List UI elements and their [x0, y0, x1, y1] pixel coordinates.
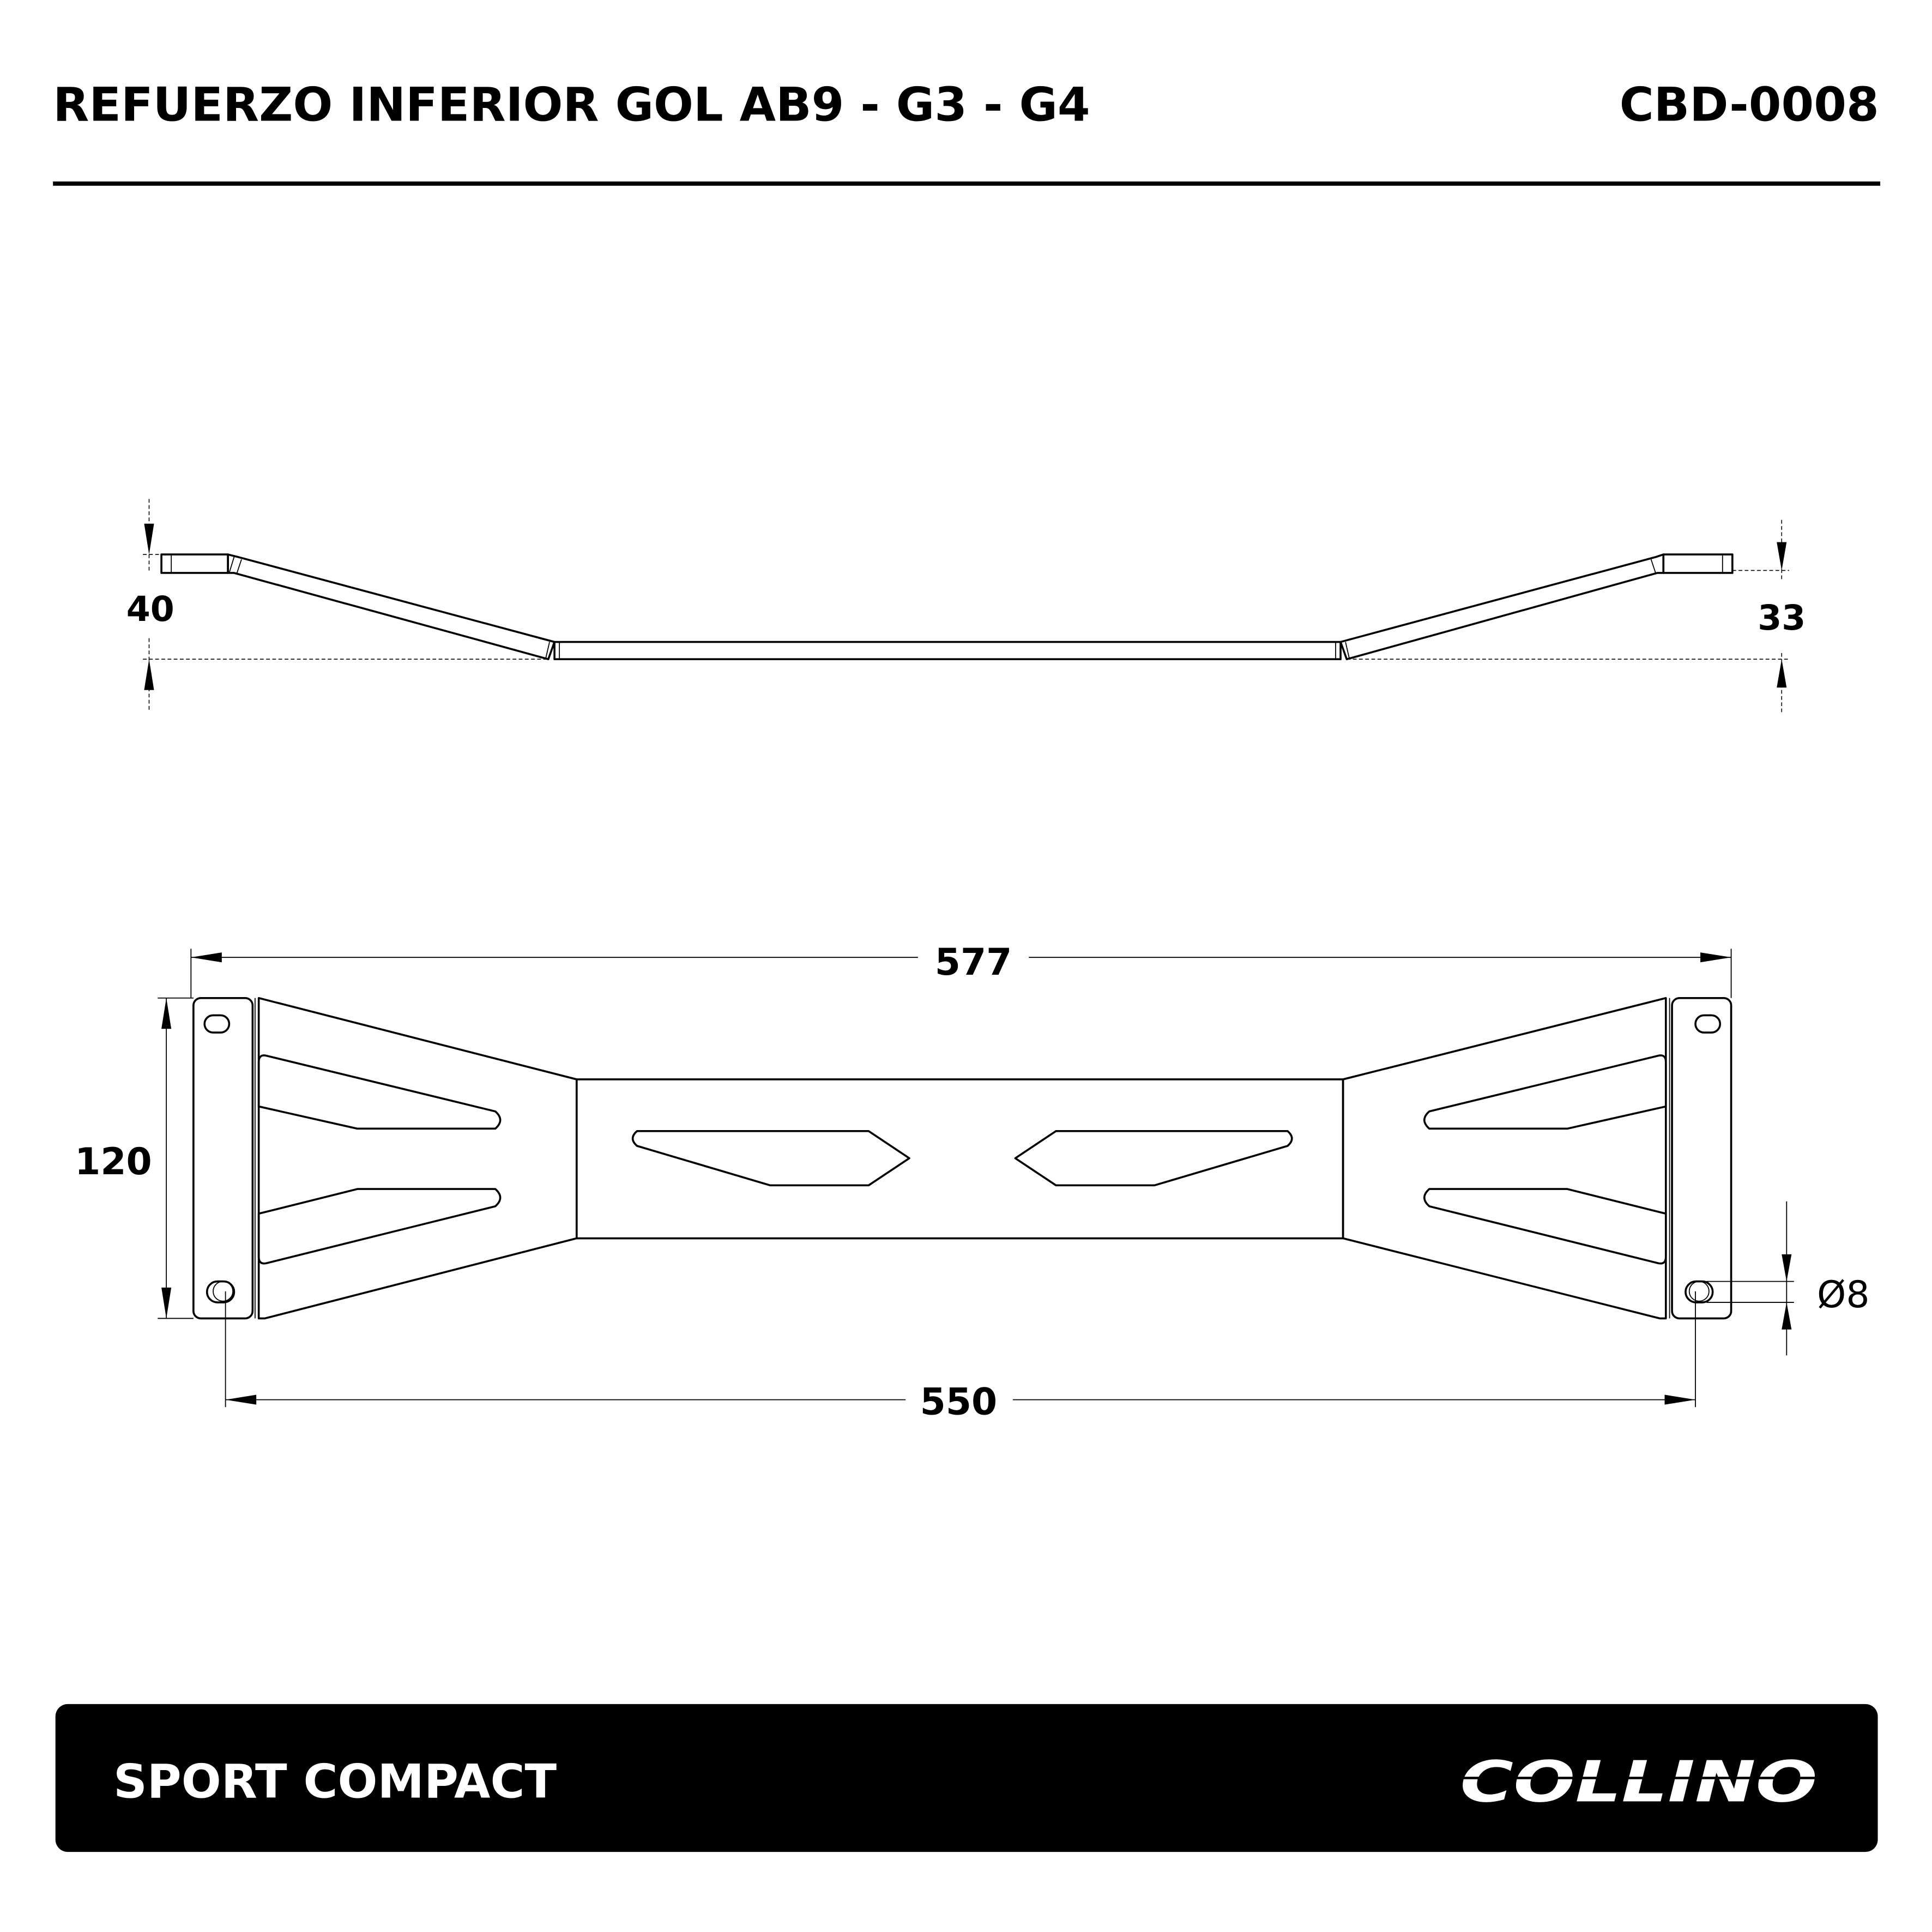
footer-banner: SPORT COMPACT COLLINO	[55, 1704, 1878, 1852]
mount-slot-icon	[1694, 1014, 1722, 1034]
footer-category: SPORT COMPACT	[113, 1755, 557, 1809]
svg-text:COLLINO: COLLINO	[1460, 1749, 1817, 1815]
label-120: 120	[75, 1140, 152, 1183]
collino-logo: COLLINO	[1454, 1749, 1824, 1815]
label-577: 577	[935, 940, 1012, 983]
dimension-overall-length: 577	[190, 940, 1732, 998]
label-diameter-8: Ø8	[1817, 1273, 1870, 1316]
dimension-hole-spacing: 550	[225, 1291, 1696, 1423]
label-550: 550	[920, 1380, 998, 1423]
part-code: CBD-0008	[1620, 78, 1879, 132]
dimension-hole-diameter: Ø8	[1706, 1201, 1870, 1356]
top-view	[192, 997, 1732, 1320]
dimension-left-height: 40	[126, 499, 548, 713]
side-view	[160, 553, 1734, 661]
dimension-width: 120	[75, 997, 194, 1319]
part-title: REFUERZO INFERIOR GOL AB9 - G3 - G4	[53, 78, 1090, 132]
mount-slot-icon	[203, 1014, 231, 1034]
label-33: 33	[1758, 597, 1806, 638]
label-40: 40	[126, 589, 174, 629]
dimension-right-height: 33	[1347, 520, 1806, 713]
